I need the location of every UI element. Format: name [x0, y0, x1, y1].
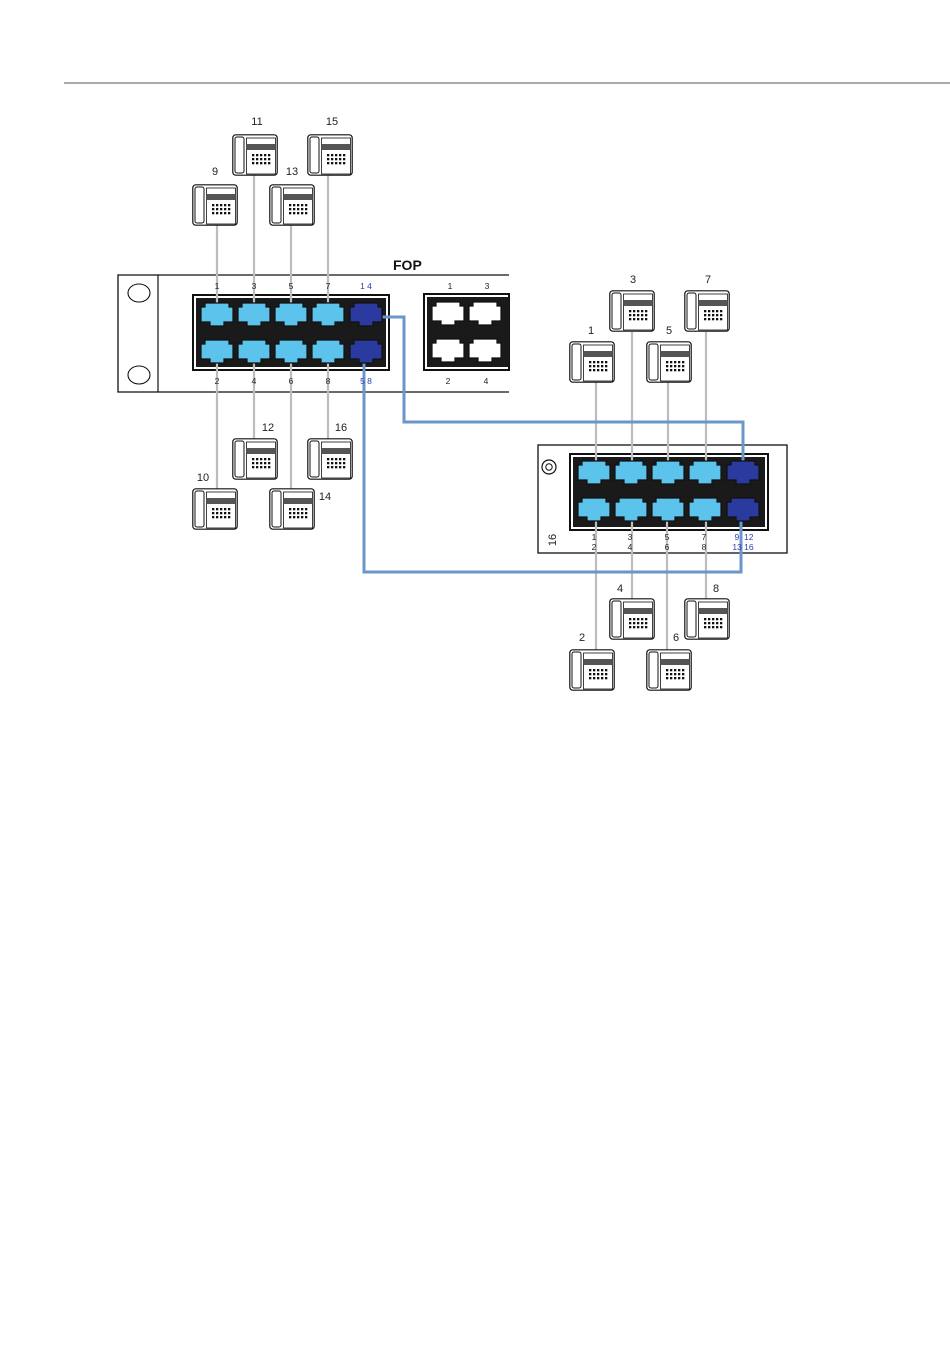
fop-extra-port [432, 339, 464, 362]
telephone-icon [193, 489, 237, 529]
hub-port-label: 6 [665, 542, 670, 552]
phone-number-label: 3 [630, 274, 636, 286]
telephone-icon [308, 439, 352, 479]
telephone-icon [647, 342, 691, 382]
fop-port-label: 3 [252, 281, 257, 291]
fop-port [201, 340, 233, 363]
mounting-hole [128, 366, 150, 384]
hub-port [615, 461, 647, 484]
fop-port [312, 340, 344, 363]
fop-port [238, 303, 270, 326]
fop-port [201, 303, 233, 326]
telephone-icon [570, 342, 614, 382]
hub-port-label: 3 [628, 532, 633, 542]
fop-port-label: 1 [215, 281, 220, 291]
hub-port-label: 7 [702, 532, 707, 542]
hub-side-label: 16 [547, 534, 559, 546]
hub-uplink-port [727, 498, 759, 521]
phone-number-label: 1 [588, 325, 594, 337]
telephone-icon [193, 185, 237, 225]
fop-uplink-port [350, 340, 382, 363]
telephone-icon [570, 650, 614, 690]
hub-port [578, 498, 610, 521]
fop-extra-port-label: 3 [485, 281, 490, 291]
fop-title: FOP [393, 257, 422, 273]
fop-port [238, 340, 270, 363]
phone-number-label: 8 [713, 583, 719, 595]
hub-port-label: 1 [592, 532, 597, 542]
fop-port-label: 8 [326, 376, 331, 386]
hub-port-label: 8 [702, 542, 707, 552]
fop-extra-port-label: 1 [448, 281, 453, 291]
fop-extra-port-label: 4 [484, 376, 489, 386]
phone-number-label: 2 [579, 632, 585, 644]
fop-uplink-port [350, 303, 382, 326]
telephone-icon [685, 599, 729, 639]
hub-port [652, 498, 684, 521]
hub-uplink-label: 13 16 [732, 542, 754, 552]
phone-number-label: 4 [617, 583, 623, 595]
hub-port [652, 461, 684, 484]
phone-number-label: 6 [673, 632, 679, 644]
phone-number-label: 5 [666, 325, 672, 337]
hub-uplink-port [727, 461, 759, 484]
phone-number-label: 9 [212, 166, 218, 178]
telephone-icon [270, 489, 314, 529]
hub-port-label: 5 [665, 532, 670, 542]
fop-port-label: 5 [289, 281, 294, 291]
telephone-icon [308, 135, 352, 175]
phone-number-label: 10 [197, 472, 209, 484]
hub-port [689, 498, 721, 521]
phone-number-label: 15 [326, 116, 338, 128]
hub-port [578, 461, 610, 484]
phone-number-label: 16 [335, 422, 347, 434]
telephone-icon [233, 439, 277, 479]
fop-extra-port [469, 302, 501, 325]
fop-extra-port [432, 302, 464, 325]
fop-port-label: 6 [289, 376, 294, 386]
fop-panel [118, 275, 509, 392]
fop-port [275, 303, 307, 326]
hub-port-label: 4 [628, 542, 633, 552]
telephone-icon [685, 291, 729, 331]
telephone-icon [270, 185, 314, 225]
phone-number-label: 14 [319, 491, 331, 503]
hub-port [689, 461, 721, 484]
fop-port [275, 340, 307, 363]
phone-number-label: 7 [705, 274, 711, 286]
phone-number-label: 12 [262, 422, 274, 434]
telephone-icon [610, 291, 654, 331]
fop-port-label: 2 [215, 376, 220, 386]
phone-number-label: 13 [286, 166, 298, 178]
telephone-icon [610, 599, 654, 639]
hub-uplink-label: 9 12 [735, 532, 754, 542]
telephone-icon [233, 135, 277, 175]
fop-uplink-label: 5 8 [360, 376, 372, 386]
phone-number-label: 11 [251, 116, 262, 128]
fop-port-label: 7 [326, 281, 331, 291]
fop-port-label: 4 [252, 376, 257, 386]
screw-icon [542, 460, 556, 474]
mounting-hole [128, 284, 150, 302]
fop-extra-port [469, 339, 501, 362]
fop-port [312, 303, 344, 326]
hub-port [615, 498, 647, 521]
hub-port-label: 2 [592, 542, 597, 552]
telephone-icon [647, 650, 691, 690]
fop-uplink-label: 1 4 [360, 281, 372, 291]
fop-extra-port-label: 2 [446, 376, 451, 386]
